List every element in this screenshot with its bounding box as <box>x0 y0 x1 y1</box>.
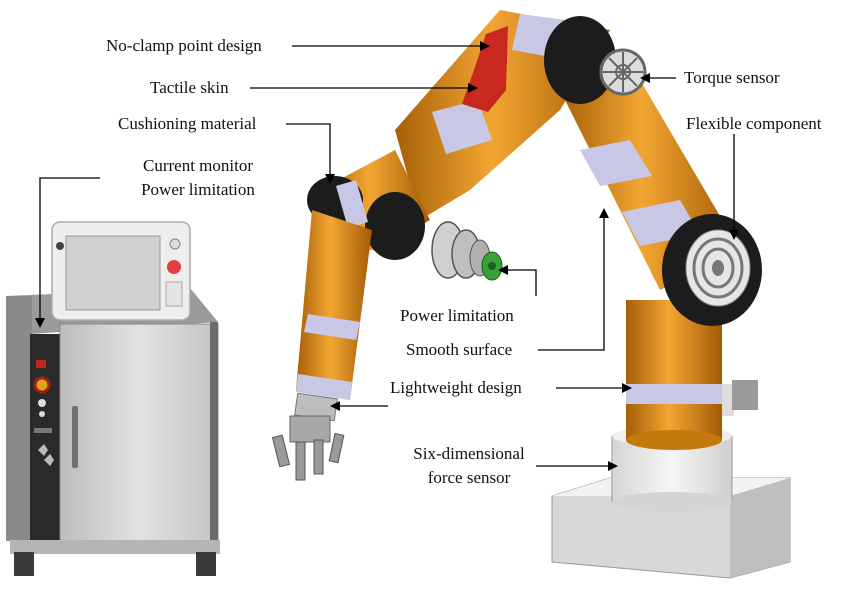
arrowhead <box>599 208 609 218</box>
gripper-body <box>289 415 331 443</box>
panel-slot <box>34 428 52 433</box>
label-force-sensor: force sensor <box>427 468 511 487</box>
panel-button <box>38 399 46 407</box>
forearm-band <box>304 314 360 340</box>
label-no-clamp-point-design: No-clamp point design <box>106 36 262 55</box>
gripper-finger <box>328 432 345 464</box>
cabinet-rail <box>210 322 218 548</box>
pendant-knob <box>169 238 181 250</box>
cabinet-handle <box>72 406 78 468</box>
control-cabinet <box>6 221 220 576</box>
label-power-limitation: Power limitation <box>400 306 514 325</box>
top-link-band <box>432 100 492 154</box>
exploded-joint <box>431 221 503 281</box>
leader-cushioning <box>286 123 331 176</box>
label-flexible-component: Flexible component <box>686 114 822 133</box>
emergency-stop-button <box>33 376 51 394</box>
shoulder-joint <box>544 16 616 104</box>
label-power-limitation-top: Power limitation <box>141 180 255 199</box>
forearm-segment <box>296 210 372 400</box>
flexible-spiral <box>701 247 735 289</box>
arrowhead <box>622 383 632 393</box>
cabinet-side <box>6 296 32 541</box>
panel-button <box>39 411 45 417</box>
wrist-joint-black <box>365 192 425 260</box>
arrowhead <box>325 174 335 184</box>
arrowhead <box>35 318 45 328</box>
gripper-finger <box>313 439 324 475</box>
pendant-keys <box>165 281 183 307</box>
arrowhead <box>498 265 508 275</box>
label-lightweight-design: Lightweight design <box>390 378 522 397</box>
robot-upper-arm <box>560 80 762 326</box>
status-light <box>36 360 46 368</box>
pendant-estop-button <box>167 260 181 274</box>
cabinet-foot <box>14 552 34 576</box>
sensor-bottom-rim <box>612 492 732 512</box>
column-band <box>626 384 722 404</box>
arrowhead <box>640 73 650 83</box>
cable-connector <box>732 380 758 410</box>
cabinet-base <box>10 540 220 554</box>
label-cushioning-material: Cushioning material <box>118 114 257 133</box>
cable-bracket <box>722 384 734 416</box>
label-six-dimensional: Six-dimensional <box>413 444 525 463</box>
pendant-screen <box>65 235 161 311</box>
flexible-spiral-core <box>712 260 724 276</box>
leader-smooth-surface <box>538 216 605 351</box>
gripper-finger <box>295 441 306 481</box>
label-tactile-skin: Tactile skin <box>150 78 229 97</box>
label-smooth-surface: Smooth surface <box>406 340 513 359</box>
label-current-monitor: Current monitor <box>142 156 253 175</box>
robot-top-link <box>395 10 647 220</box>
leader-arrowheads <box>35 41 739 471</box>
cabinet-foot <box>196 552 216 576</box>
gripper-finger <box>271 434 291 468</box>
cabinet-door <box>59 323 219 547</box>
arrowhead <box>729 230 739 240</box>
panel-key-icon <box>38 444 48 456</box>
leader-current-monitor <box>39 177 100 320</box>
torque-sensor-spoke <box>608 57 638 87</box>
column-bottom <box>626 430 722 450</box>
base-plinth-side <box>730 478 790 578</box>
panel-key-icon <box>44 454 54 466</box>
gear-hub <box>488 262 496 270</box>
arrowhead <box>480 41 490 51</box>
tactile-skin-pad <box>462 26 508 112</box>
robot-forearm <box>271 210 372 481</box>
cabinet-control-panel <box>30 334 60 544</box>
leader-power-limitation <box>506 269 537 296</box>
mid-link-band <box>336 180 368 228</box>
pendant-knob <box>56 242 64 250</box>
gripper <box>271 415 345 481</box>
robot-lower-column <box>626 300 758 450</box>
arrowhead <box>608 461 618 471</box>
upper-arm-band <box>580 140 652 186</box>
arrowhead <box>468 83 478 93</box>
flexible-spiral <box>692 237 744 299</box>
label-torque-sensor: Torque sensor <box>684 68 780 87</box>
leader-lines <box>39 45 735 467</box>
arrowhead <box>330 401 340 411</box>
robot-mid-link <box>307 150 430 260</box>
forearm-band <box>296 374 352 400</box>
